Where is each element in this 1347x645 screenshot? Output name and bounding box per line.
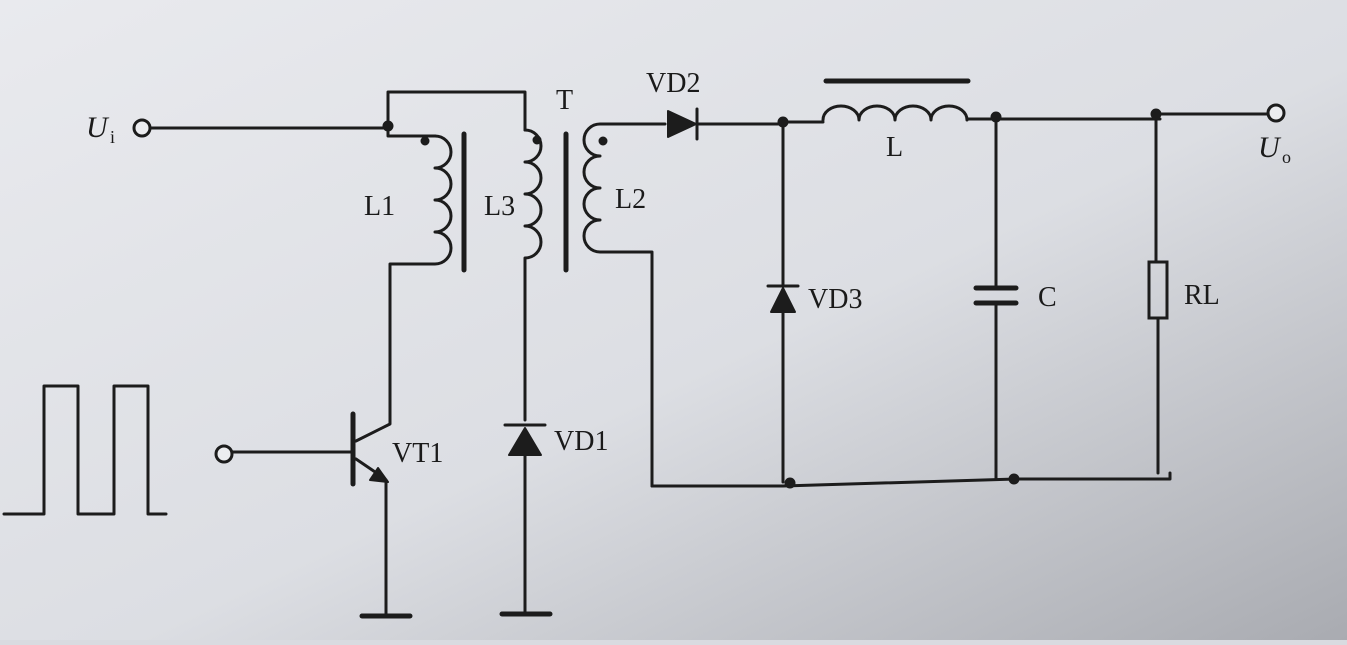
l1-lead-top [386, 124, 437, 138]
vt1-emitter-arrow [369, 467, 389, 483]
ui-terminal-circle [132, 118, 152, 138]
l1-dot [420, 136, 430, 146]
vt1-label: VT1 [392, 438, 443, 469]
c-label: C [1038, 282, 1057, 313]
diode-vd3: VD3 [766, 120, 862, 484]
ui-label: U [86, 111, 110, 144]
uo-terminal-circle [1266, 103, 1286, 123]
l1-coil [388, 134, 453, 398]
resistor-rl: RL [1147, 112, 1220, 475]
vd1-label: VD1 [554, 426, 608, 457]
base-input-terminal [214, 444, 234, 464]
output-terminal-uo: U o [1258, 103, 1291, 167]
winding-l3: L3 [484, 128, 543, 422]
wire-l3-top [386, 90, 527, 132]
uo-label: U [1258, 131, 1282, 164]
l3-coil [523, 128, 543, 422]
vt1-collector [354, 394, 392, 443]
l2-label: L2 [615, 184, 646, 215]
l3-dot [532, 135, 542, 145]
vd3-label: VD3 [808, 284, 862, 315]
transistor-vt1: VT1 [350, 394, 443, 619]
l2-coil [582, 122, 667, 488]
vd2-label: VD2 [646, 68, 700, 99]
inductor-l: L [781, 78, 971, 163]
uo-subscript: o [1282, 147, 1291, 167]
transformer-label: T [556, 85, 573, 116]
node-return-c [1008, 473, 1020, 485]
ui-subscript: i [110, 127, 115, 147]
l1-label: L1 [364, 191, 395, 222]
capacitor-c: C [973, 115, 1057, 480]
winding-l2: L2 [582, 122, 667, 488]
winding-l1: L1 [364, 124, 453, 398]
l-label: L [886, 132, 903, 163]
diode-vd1: VD1 [499, 423, 608, 617]
pwm-square-wave [2, 384, 168, 516]
l-coil [821, 104, 969, 122]
l2-dot [598, 136, 608, 146]
l3-label: L3 [484, 191, 515, 222]
rl-label: RL [1184, 280, 1220, 311]
node-return-vd3 [784, 477, 796, 489]
vd2-anode-triangle [667, 110, 697, 138]
